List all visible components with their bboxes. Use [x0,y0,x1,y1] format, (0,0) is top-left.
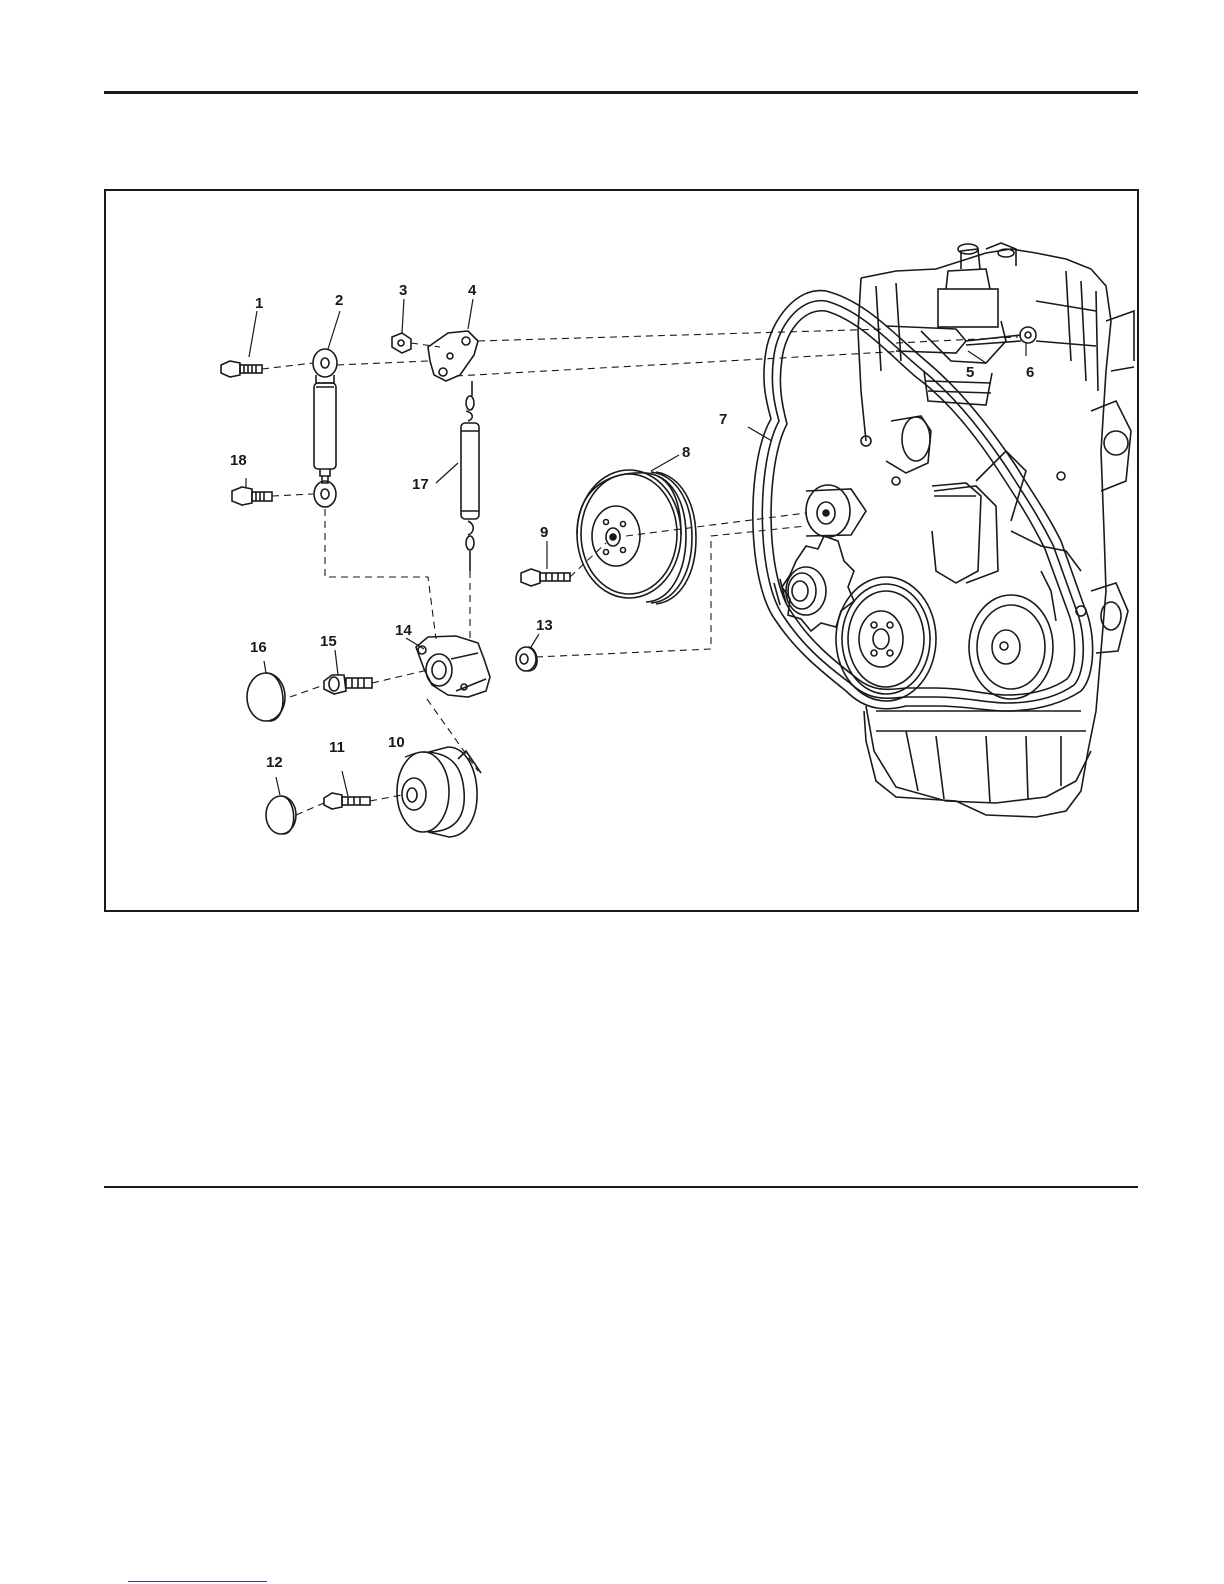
cap-16-drawing [247,673,285,721]
idler-pulley-drawing [397,747,481,837]
nut-3-drawing [392,333,411,353]
lower-pulley-drawing [969,595,1053,699]
belt-tensioner-exploded-view: 1 2 3 4 5 6 7 8 9 10 11 12 13 14 15 16 1… [106,191,1137,910]
bolt-15-drawing [324,675,372,694]
assembly-leader-lines [262,329,1018,815]
tensioner-damper-drawing [313,349,337,507]
tension-spring-drawing [461,381,479,571]
callout-2: 2 [335,292,343,309]
callout-7: 7 [719,411,727,428]
callout-15: 15 [320,633,337,650]
tensioner-arm-drawing [416,636,490,697]
cap-12-drawing [266,796,296,834]
callout-8: 8 [682,444,690,461]
callout-leaders [246,299,1026,796]
callout-5: 5 [966,364,974,381]
bolt-11-drawing [324,793,370,809]
callout-12: 12 [266,754,283,771]
header-rule [104,91,1138,94]
bolt-18-drawing [232,487,272,505]
bolt-1-drawing [221,361,262,377]
callout-14: 14 [395,622,412,639]
callout-1: 1 [255,295,263,312]
bracket-4-drawing [428,331,478,381]
callout-6: 6 [1026,364,1034,381]
callout-10: 10 [388,734,405,751]
callout-4: 4 [468,282,477,299]
callout-17: 17 [412,476,429,493]
callout-3: 3 [399,282,407,299]
callout-18: 18 [230,452,247,469]
engine-block-drawing [806,243,1134,817]
section-divider-rule [104,1186,1138,1188]
footer-link-underline [128,1581,267,1582]
exploded-diagram-frame: 1 2 3 4 5 6 7 8 9 10 11 12 13 14 15 16 1… [104,189,1139,912]
water-pump-pulley-drawing [577,470,696,604]
timing-sprocket-drawing [774,536,854,631]
bolt-9-drawing [521,569,570,586]
washer-13-drawing [516,647,537,671]
callout-9: 9 [540,524,548,541]
callout-13: 13 [536,617,553,634]
callout-16: 16 [250,639,267,656]
callout-11: 11 [329,739,345,756]
